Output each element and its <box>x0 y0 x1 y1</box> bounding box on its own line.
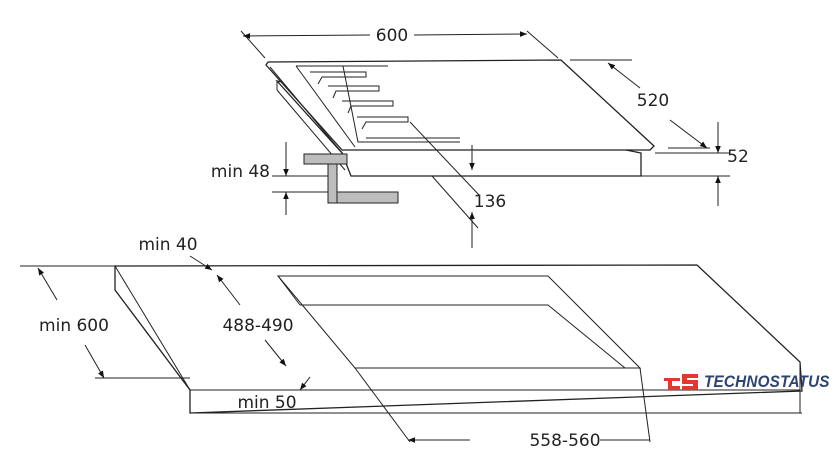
dim-min-50: min 50 <box>237 393 296 413</box>
knob-slots <box>310 65 460 139</box>
dim-height-52: 52 <box>727 147 749 167</box>
dim-depth-520: 520 <box>637 91 669 111</box>
mounting-bracket <box>303 153 399 204</box>
dim-min-48: min 48 <box>211 162 270 182</box>
logo-ts-mark <box>664 374 698 390</box>
logo-text: TECHNOSTATUS <box>704 372 830 391</box>
technostatus-logo: TECHNOSTATUS <box>662 372 840 392</box>
dim-min-40: min 40 <box>138 235 197 255</box>
dim-488-490: 488-490 <box>222 316 293 336</box>
hob-drawing <box>240 30 730 248</box>
dim-width-600: 600 <box>376 26 408 46</box>
countertop-drawing <box>20 255 803 443</box>
dim-136: 136 <box>474 192 506 212</box>
dim-558-560: 558-560 <box>529 431 600 451</box>
dim-min-600: min 600 <box>39 316 109 336</box>
